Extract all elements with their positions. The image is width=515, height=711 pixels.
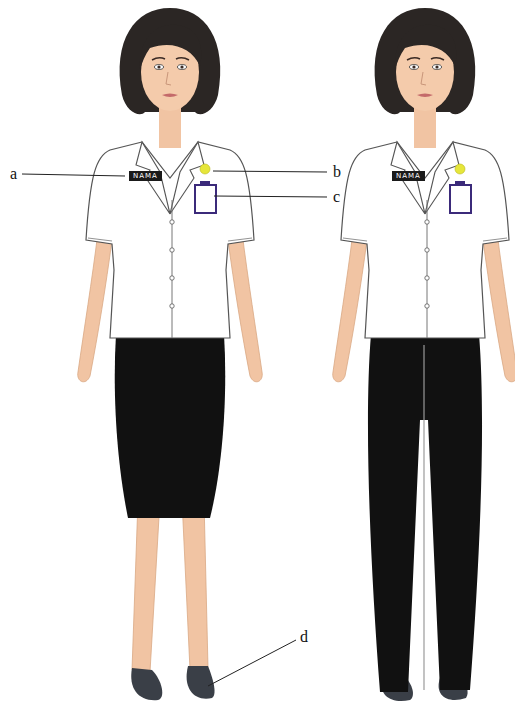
name-tag: NAMA xyxy=(129,171,162,181)
name-text: NAMA xyxy=(396,172,421,180)
leader-line xyxy=(22,174,125,176)
leader-line xyxy=(214,196,327,197)
callout-letter: d xyxy=(300,628,308,646)
callout-letter: b xyxy=(333,163,341,181)
name-text: NAMA xyxy=(133,172,158,180)
callout-letter: c xyxy=(333,188,340,206)
name-tag: NAMA xyxy=(392,171,425,181)
leader-line xyxy=(213,171,327,172)
callout-letter: a xyxy=(10,165,17,183)
leader-line xyxy=(208,640,296,686)
